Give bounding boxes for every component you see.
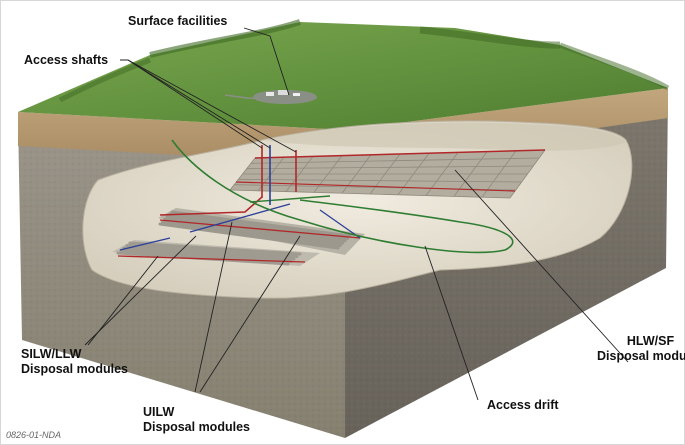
label-hlw-sf-line2: Disposal modules [597, 349, 685, 363]
label-access-drift: Access drift [487, 398, 559, 412]
label-hlw-sf-line1: HLW/SF [626, 334, 675, 348]
document-id: 0826-01-NDA [6, 430, 62, 440]
label-surface-facilities: Surface facilities [128, 14, 228, 28]
tunnel-network [119, 195, 361, 251]
label-silw-llw-line2: Disposal modules [21, 362, 128, 376]
surface-facility-site [224, 90, 317, 104]
uilw-module [158, 208, 365, 255]
label-uilw-line2: Disposal modules [143, 420, 250, 434]
silw-llw-module [112, 240, 320, 266]
label-hlw-sf: HLW/SF Disposal modules [597, 334, 685, 364]
hlw-sf-module [229, 149, 546, 199]
label-uilw: UILW Disposal modules [143, 405, 250, 435]
leader-lines [84, 27, 629, 401]
label-silw-llw-line1: SILW/LLW [21, 347, 82, 361]
access-drift [171, 139, 514, 254]
label-access-shafts: Access shafts [24, 53, 109, 67]
soil-layer [18, 88, 668, 164]
label-uilw-line1: UILW [143, 405, 175, 419]
label-silw-llw: SILW/LLW Disposal modules [21, 347, 128, 377]
access-shafts [261, 145, 297, 205]
